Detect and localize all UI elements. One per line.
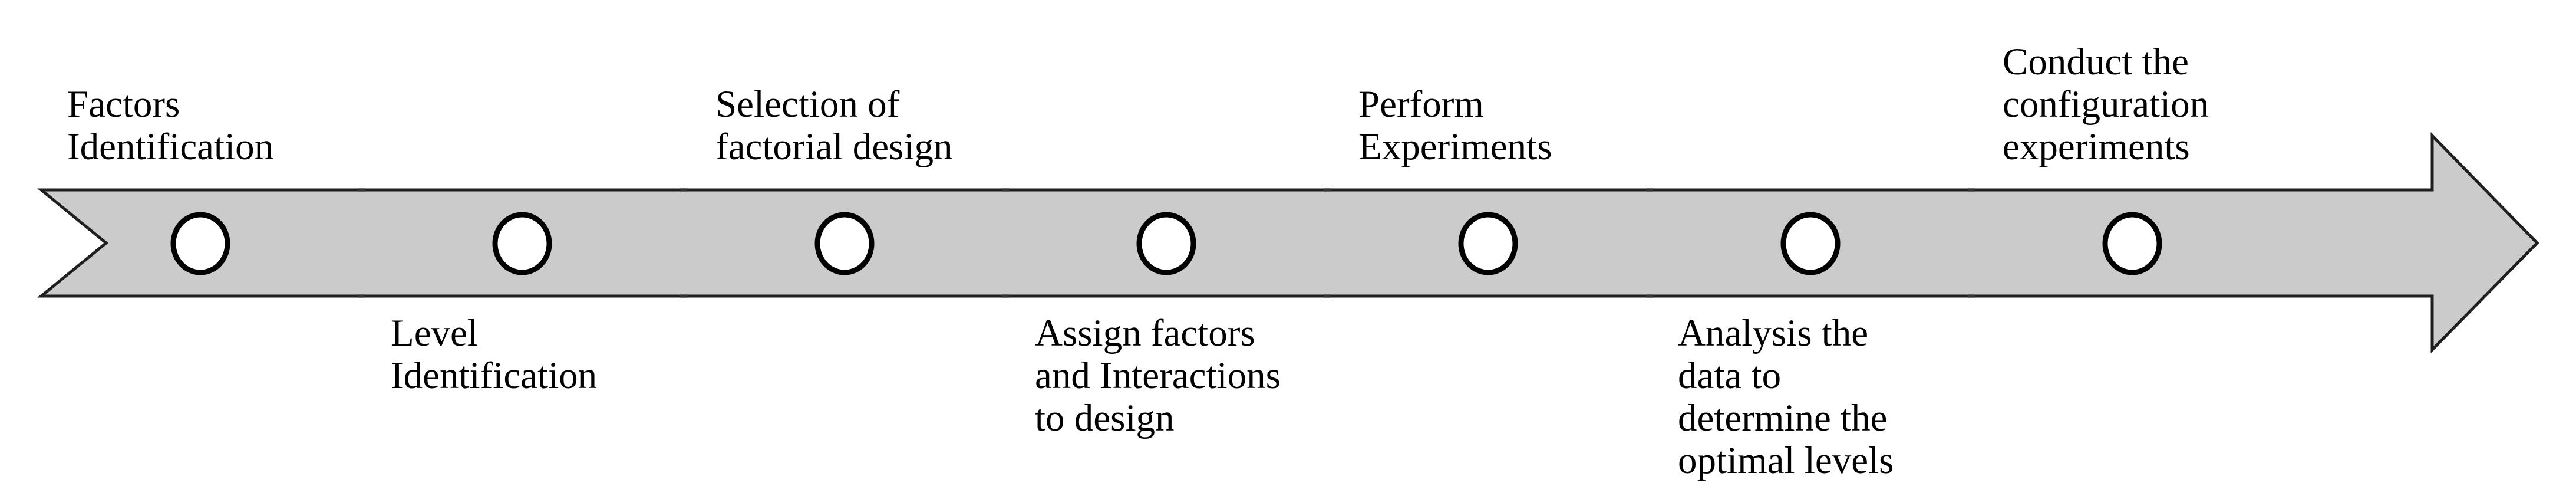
process-arrow-shape — [37, 132, 2539, 354]
step-circle-7 — [2102, 212, 2162, 275]
step-label-3: Selection of factorial design — [715, 83, 953, 168]
segment-joint-tick — [1646, 294, 1653, 298]
step-label-6: Analysis the data to determine the optim… — [1678, 312, 1894, 482]
step-circle-5 — [1458, 212, 1518, 275]
segment-joint-tick — [680, 188, 687, 192]
step-circle-1 — [170, 212, 230, 275]
step-circle-3 — [814, 212, 875, 275]
step-label-2: Level Identification — [391, 312, 598, 397]
step-node-circles — [170, 212, 2162, 275]
segment-joint-tick — [1968, 294, 1975, 298]
step-label-4: Assign factors and Interactions to desig… — [1035, 312, 1281, 439]
step-circle-2 — [492, 212, 552, 275]
step-label-7: Conduct the configuration experiments — [2003, 41, 2209, 168]
step-circle-4 — [1136, 212, 1196, 275]
segment-joint-tick — [1646, 188, 1653, 192]
segment-joint-tick — [1002, 188, 1009, 192]
segment-joint-tick — [1324, 188, 1331, 192]
step-label-1: Factors Identification — [67, 83, 274, 168]
step-circle-6 — [1780, 212, 1841, 275]
segment-joint-tick — [1002, 294, 1009, 298]
segment-joint-tick — [680, 294, 687, 298]
step-label-5: Perform Experiments — [1358, 83, 1552, 168]
segment-joint-tick — [358, 188, 365, 192]
segment-joint-tick — [1324, 294, 1331, 298]
segment-joint-tick — [358, 294, 365, 298]
segment-joint-tick — [1968, 188, 1975, 192]
segment-joint-ticks — [358, 188, 1975, 298]
